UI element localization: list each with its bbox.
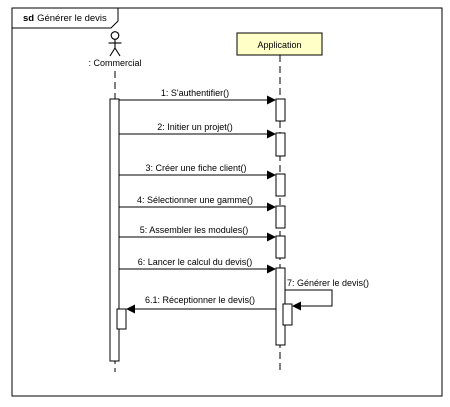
message-4-label: 4: Sélectionner une gamme() xyxy=(137,195,253,205)
message-2-label: 2: Initier un projet() xyxy=(157,122,233,132)
message-6-arrowhead xyxy=(267,264,276,274)
message-3-arrowhead xyxy=(267,170,276,180)
frame-keyword: sd xyxy=(23,13,34,24)
commercial-activation-nested xyxy=(116,308,127,330)
application-activation-5 xyxy=(275,235,286,259)
application-activation-4 xyxy=(275,205,286,229)
message-4-arrowhead xyxy=(267,202,276,212)
application-activation-2 xyxy=(275,132,286,157)
application-activation-1 xyxy=(275,98,286,122)
commercial-label: : Commercial xyxy=(88,58,141,68)
message-5-label: 5: Assembler les modules() xyxy=(140,225,249,235)
frame-title-tab xyxy=(12,8,119,29)
diagram-frame xyxy=(11,7,443,397)
message-3-label: 3: Créer une fiche client() xyxy=(145,163,246,173)
application-activation-3 xyxy=(275,173,286,197)
message-5-arrowhead xyxy=(267,232,276,242)
message-2-arrowhead xyxy=(267,129,276,139)
message-7-arrow-line xyxy=(285,289,333,307)
frame-name: Générer le devis xyxy=(37,13,107,24)
message-6-1-arrowhead xyxy=(126,304,135,314)
actor-icon xyxy=(108,31,122,57)
message-6-1-label: 6.1: Réceptionner le devis() xyxy=(145,295,255,305)
application-activation-self xyxy=(282,303,293,326)
application-label: Application xyxy=(257,40,301,50)
message-7-arrowhead xyxy=(292,301,301,311)
commercial-activation xyxy=(109,98,120,362)
message-6-label: 6: Lancer le calcul du devis() xyxy=(138,257,253,267)
message-1-arrowhead xyxy=(267,95,276,105)
message-7-label: 7: Générer le devis() xyxy=(287,278,369,288)
message-1-label: 1: S'authentifier() xyxy=(161,88,229,98)
